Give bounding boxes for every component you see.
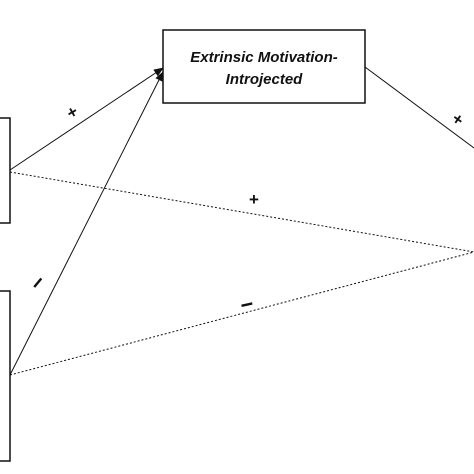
mediator-label-line2: Introjected [226, 71, 304, 88]
path-mediator-to-outcome [364, 66, 474, 149]
sign-top-to-outcome: + [249, 190, 259, 209]
path-top-to-mediator [9, 67, 164, 171]
sign-mediator-to-outcome: + [448, 109, 467, 130]
path-bottom-to-outcome [9, 251, 474, 376]
predictor-bottom-box [0, 290, 11, 462]
predictor-top-box [0, 117, 11, 224]
mediator-label-line1: Extrinsic Motivation- [190, 49, 338, 66]
sign-bottom-to-mediator: − [24, 270, 51, 296]
sign-bottom-to-outcome: − [238, 291, 256, 318]
mediator-box [162, 29, 366, 104]
sign-top-to-mediator: + [63, 102, 81, 123]
path-top-to-outcome [9, 171, 474, 253]
path-bottom-to-mediator [9, 71, 164, 376]
